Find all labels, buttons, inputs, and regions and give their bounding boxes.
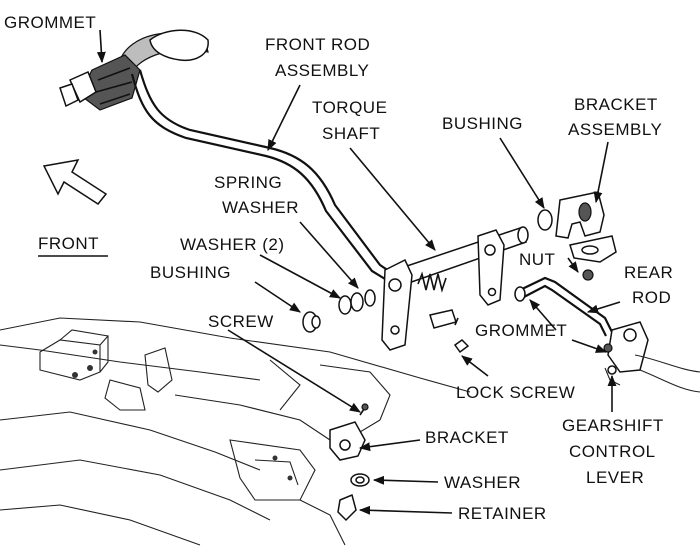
label-bracket-assembly-2: ASSEMBLY: [568, 120, 662, 139]
label-screw: SCREW: [208, 312, 274, 331]
label-bracket-assembly-1: BRACKET: [574, 95, 658, 114]
label-gearshift-3: LEVER: [586, 468, 644, 487]
label-torque-2: SHAFT: [322, 124, 380, 143]
label-lock-screw: LOCK SCREW: [456, 383, 575, 402]
label-nut: NUT: [519, 250, 555, 269]
label-bushing-left: BUSHING: [150, 263, 231, 282]
vehicle-floor-frame: [0, 317, 471, 546]
label-gearshift-1: GEARSHIFT: [562, 416, 664, 435]
label-gearshift-2: CONTROL: [569, 442, 656, 461]
label-torque-1: TORQUE: [312, 98, 387, 117]
label-grommet-right: GROMMET: [475, 321, 567, 340]
shift-boot-assembly: [59, 29, 209, 111]
labels: GROMMET FRONT ROD ASSEMBLY TORQUE SHAFT …: [4, 13, 673, 523]
bracket-assembly: [537, 191, 617, 263]
label-washer-2: WASHER (2): [180, 235, 285, 254]
rear-rod: [514, 269, 613, 337]
label-bushing-top: BUSHING: [442, 114, 523, 133]
label-spring-2: WASHER: [222, 198, 299, 217]
label-spring-1: SPRING: [214, 173, 282, 192]
label-retainer: RETAINER: [458, 504, 547, 523]
label-front-rod-2: ASSEMBLY: [275, 61, 369, 80]
lower-bracket: [329, 403, 369, 461]
label-front-rod-1: FRONT ROD: [265, 35, 370, 54]
gearshift-lever: [603, 321, 700, 393]
leader-arrows: [96, 29, 621, 515]
washer-stack: [302, 289, 376, 333]
torque-shaft: [381, 226, 529, 351]
lower-washer-retainer: [337, 473, 370, 522]
label-grommet-top: GROMMET: [4, 13, 96, 32]
label-bracket: BRACKET: [425, 428, 509, 447]
label-front: FRONT: [38, 234, 99, 253]
label-rear-2: ROD: [632, 288, 671, 307]
front-direction-arrow: [42, 159, 108, 205]
label-washer: WASHER: [444, 473, 521, 492]
label-rear-1: REAR: [624, 263, 673, 282]
